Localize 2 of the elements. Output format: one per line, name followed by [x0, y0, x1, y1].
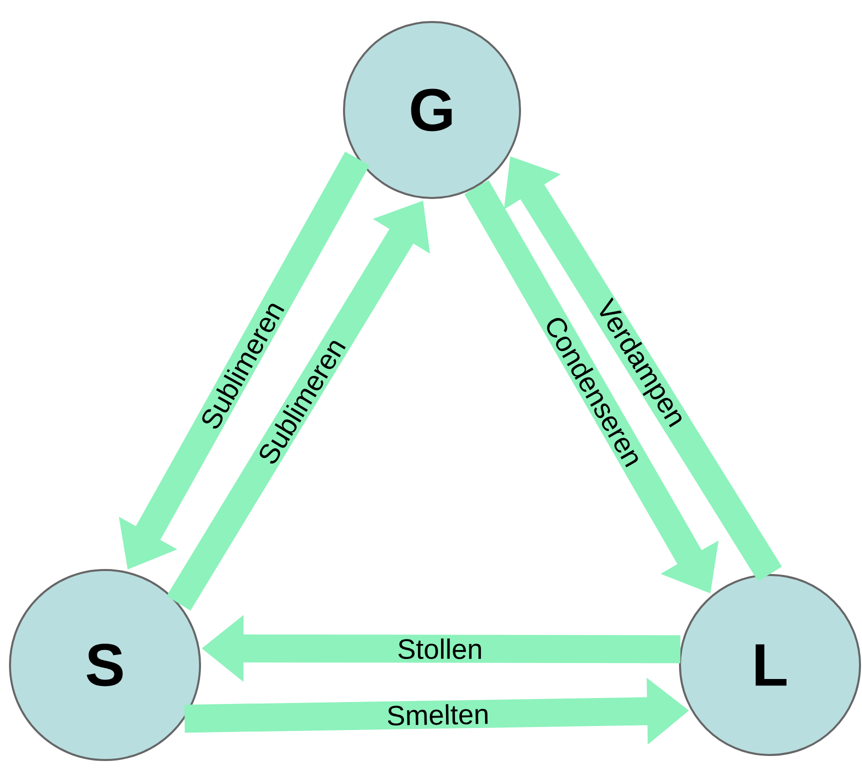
- edge-label: Smelten: [388, 704, 488, 726]
- edge-label: Stollen: [398, 638, 481, 660]
